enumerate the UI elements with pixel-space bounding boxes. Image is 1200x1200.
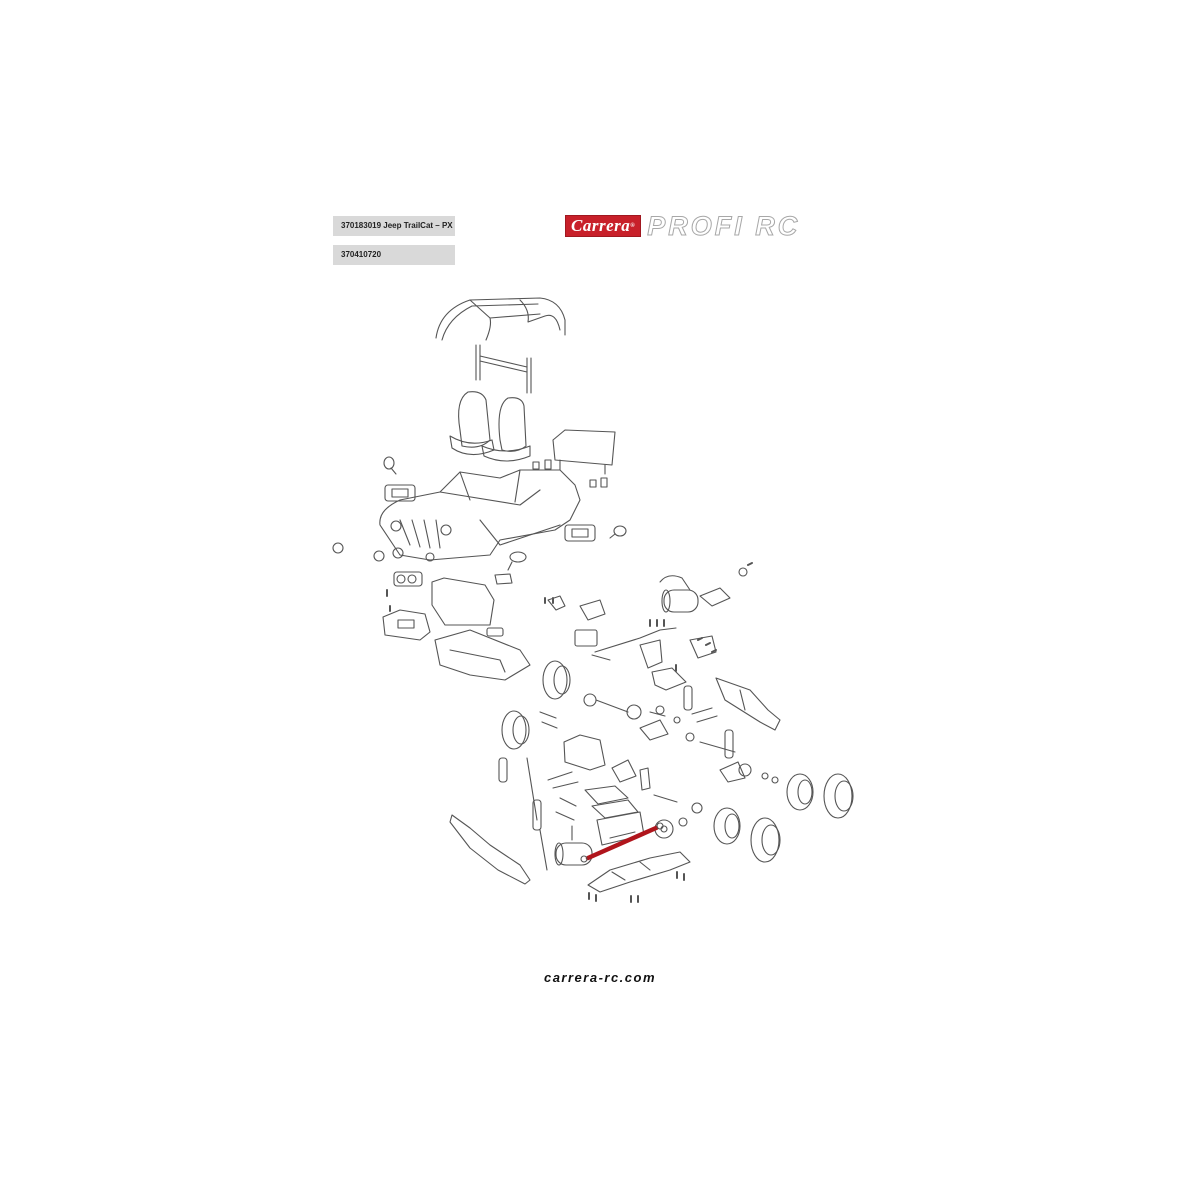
carrera-logo: Carrera®: [565, 215, 642, 237]
rear-bulkhead: [689, 635, 717, 659]
steering-wheel: [507, 551, 527, 571]
rear-skid: [715, 677, 781, 731]
body-clips: [532, 459, 608, 488]
mirrors: [383, 456, 627, 539]
driveshaft-highlight[interactable]: [585, 825, 659, 861]
steering-linkage: [591, 627, 677, 661]
roll-bar: [475, 344, 532, 394]
roll-cage: [435, 297, 566, 341]
side-steps: [384, 484, 596, 542]
lights: [332, 542, 435, 562]
grille: [393, 571, 423, 587]
part-number-label: 370410720: [333, 245, 455, 265]
profi-rc-logo: PROFI RC: [647, 211, 801, 241]
main-chassis-plate: [587, 851, 691, 893]
wheels-tires: [501, 660, 854, 863]
tie-rods: [539, 707, 718, 821]
seats: [449, 391, 531, 462]
spur-gear: [654, 802, 703, 839]
brand-logo: Carrera® PROFI RC: [565, 211, 801, 241]
servo: [547, 595, 606, 647]
interior-tub: [431, 573, 513, 637]
chassis-tub: [434, 629, 531, 681]
axles-hubs: [583, 693, 779, 784]
chassis-screws: [588, 871, 685, 903]
exploded-parts-diagram: [332, 297, 854, 903]
shocks: [498, 685, 734, 871]
front-gearbox: [639, 639, 687, 691]
body-shell: [379, 469, 581, 561]
website-url[interactable]: carrera-rc.com: [543, 970, 657, 985]
front-bumper: [449, 814, 531, 885]
product-label: 370183019 Jeep TrailCat – PX: [333, 216, 455, 236]
winch-bumper: [382, 609, 431, 641]
gearbox-housing: [563, 719, 746, 791]
motor: [659, 567, 748, 613]
rear-panel: [552, 429, 616, 475]
